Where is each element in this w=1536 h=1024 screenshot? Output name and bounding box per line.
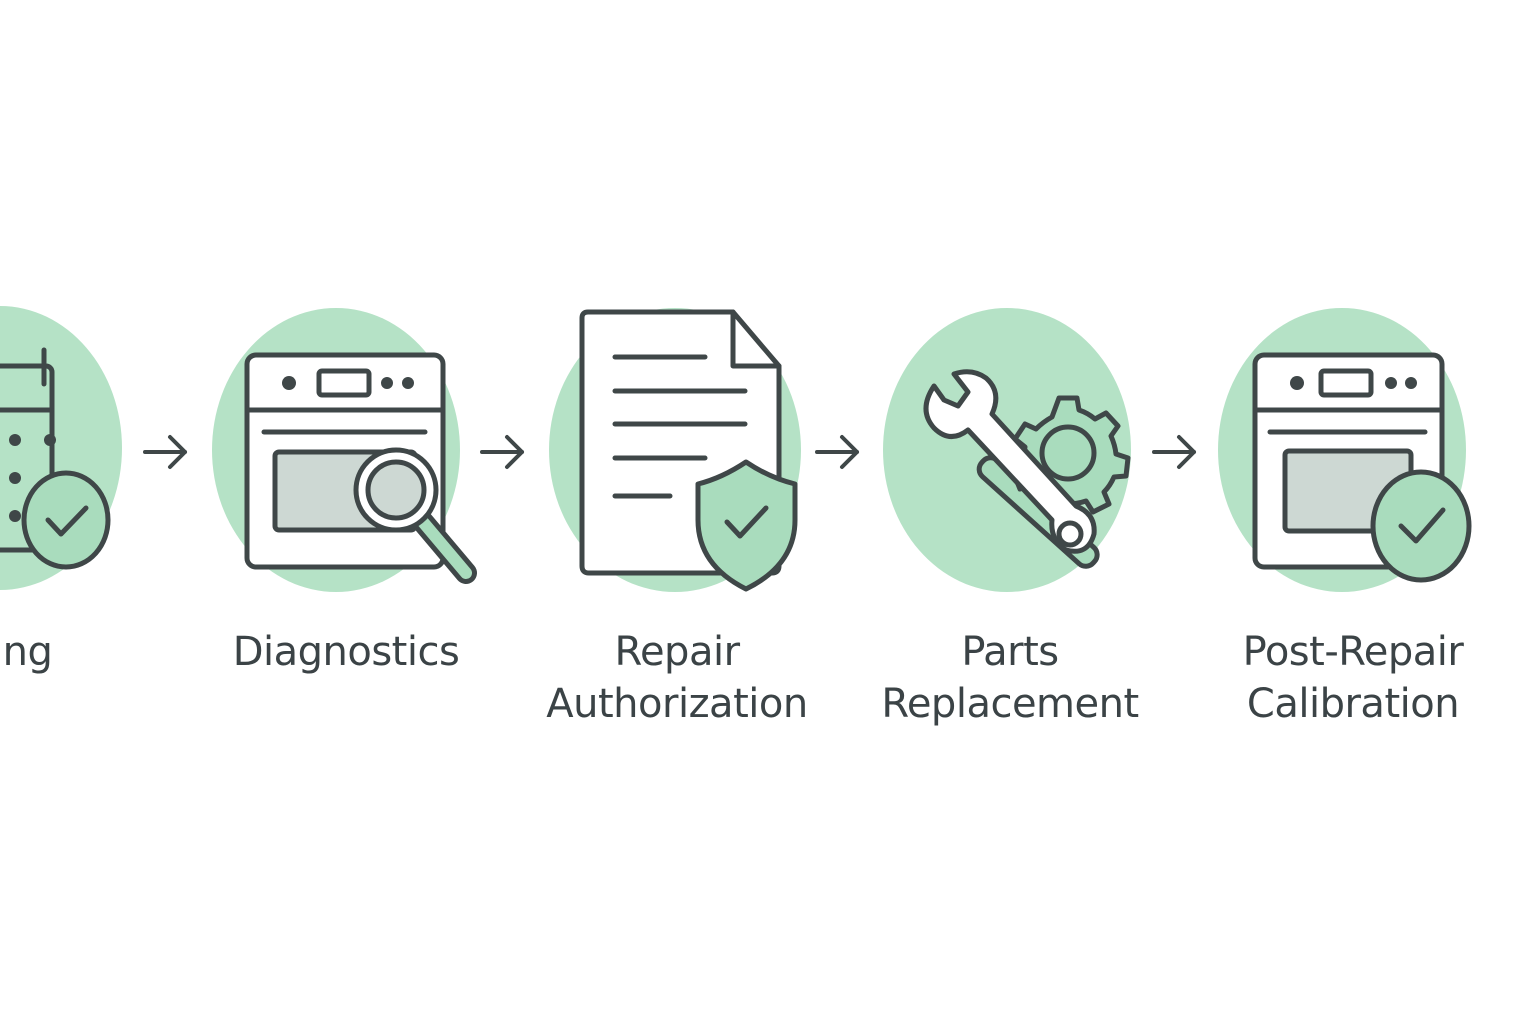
step-label-parts-replacement: Parts Replacement [850, 626, 1170, 730]
document-shield-icon [579, 309, 798, 592]
wrench-gear-icon [923, 369, 1131, 569]
step-post-repair-calibration [1218, 308, 1472, 592]
connector-arrow [480, 435, 524, 469]
step-label-repair-authorization: Repair Authorization [517, 626, 837, 730]
step-repair-authorization [549, 308, 801, 592]
step-label-line: Post-Repair [1242, 629, 1464, 675]
arrow-right-icon [480, 435, 524, 469]
step-scheduling [0, 306, 122, 590]
step-label-line: Replacement [881, 681, 1139, 727]
step-label-post-repair-calibration: Post-Repair Calibration [1193, 626, 1513, 730]
step-label-scheduling: duling [0, 626, 152, 678]
step-label-line: Authorization [546, 681, 808, 727]
step-parts-replacement [883, 308, 1131, 592]
oven-check-icon [1252, 352, 1472, 583]
arrow-right-icon [1152, 435, 1196, 469]
connector-arrow [1152, 435, 1196, 469]
step-label-line: Calibration [1246, 681, 1460, 727]
step-label-line: Repair [614, 629, 740, 675]
step-label-diagnostics: Diagnostics [186, 626, 506, 678]
connector-arrow [143, 435, 187, 469]
arrow-right-icon [143, 435, 187, 469]
step-diagnostics [212, 308, 477, 592]
calendar-check-icon [0, 347, 111, 570]
step-label-line: Parts [961, 629, 1059, 675]
step-label-line: Diagnostics [232, 629, 460, 675]
step-label-line: duling [0, 629, 53, 675]
arrow-right-icon [815, 435, 859, 469]
oven-magnifier-icon [244, 352, 477, 584]
connector-arrow [815, 435, 859, 469]
